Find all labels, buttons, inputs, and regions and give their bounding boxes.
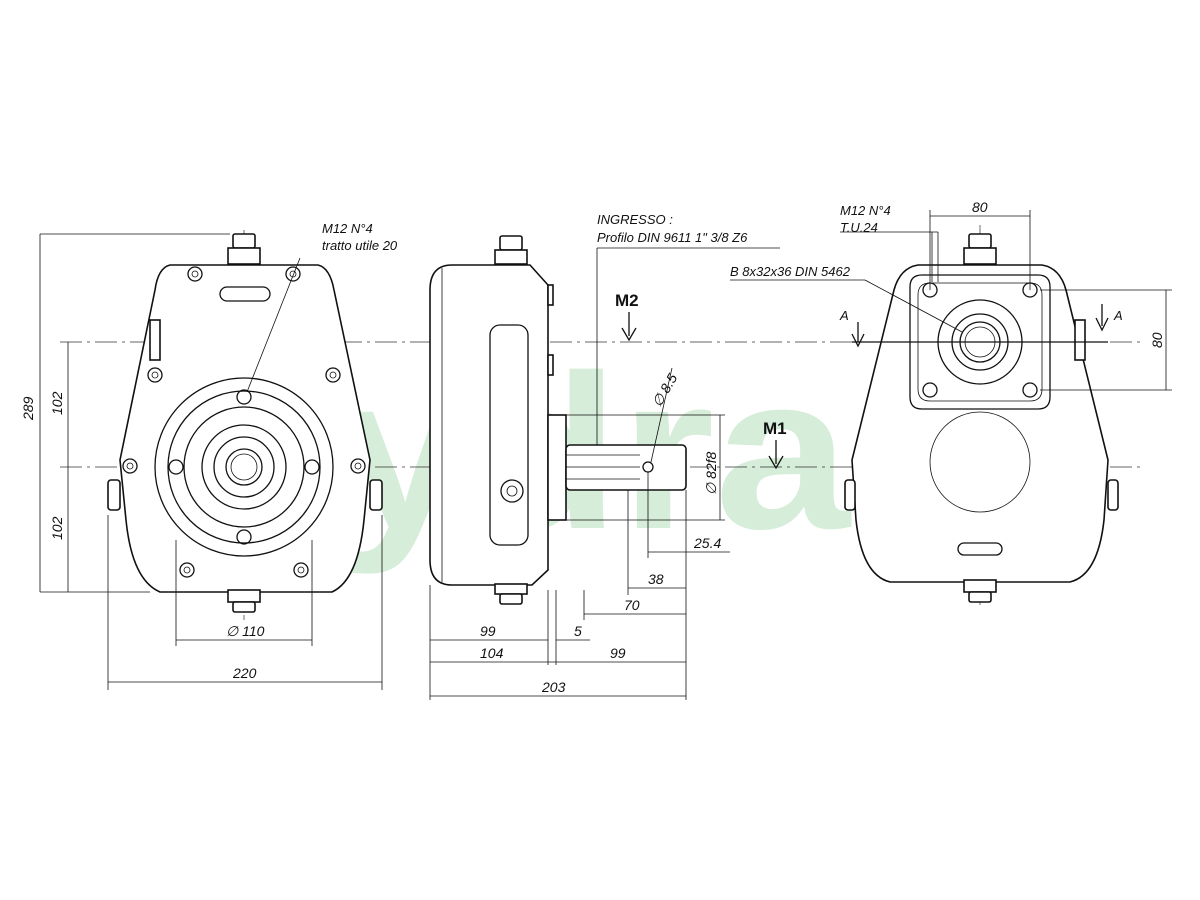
rear-spline-note: B 8x32x36 DIN 5462 <box>730 264 851 279</box>
side-input-note-1: INGRESSO : <box>597 212 673 227</box>
side-dim-99-right: 99 <box>610 645 626 661</box>
side-dim-203: 203 <box>541 679 566 695</box>
side-dim-104: 104 <box>480 645 504 661</box>
front-dim-height-total: 289 <box>20 396 36 421</box>
front-thread-note-2: tratto utile 20 <box>322 238 398 253</box>
side-view <box>429 235 784 700</box>
rear-view <box>730 210 1172 603</box>
rear-thread-note-1: M12 N°4 <box>840 203 891 218</box>
side-dim-38: 38 <box>648 571 664 587</box>
front-dim-lower: 102 <box>49 516 65 540</box>
side-dim-70: 70 <box>624 597 640 613</box>
section-a-left: A <box>839 308 849 323</box>
front-view <box>39 233 383 690</box>
side-dim-5: 5 <box>574 623 582 639</box>
side-input-note-2: Profilo DIN 9611 1" 3/8 Z6 <box>597 230 748 245</box>
side-dim-shaft: ∅ 82f8 <box>703 451 719 495</box>
side-dim-99-left: 99 <box>480 623 496 639</box>
front-dim-upper: 102 <box>49 391 65 415</box>
rear-dim-top: 80 <box>972 199 988 215</box>
front-dim-flange: ∅ 110 <box>226 623 265 639</box>
rear-thread-note-2: T.U.24 <box>840 220 878 235</box>
front-thread-note-1: M12 N°4 <box>322 221 373 236</box>
section-a-right: A <box>1113 308 1123 323</box>
rear-dim-side: 80 <box>1149 332 1165 348</box>
label-m1: M1 <box>763 419 787 438</box>
front-dim-width: 220 <box>232 665 257 681</box>
side-dim-25-4: 25.4 <box>693 535 721 551</box>
label-m2: M2 <box>615 291 639 310</box>
